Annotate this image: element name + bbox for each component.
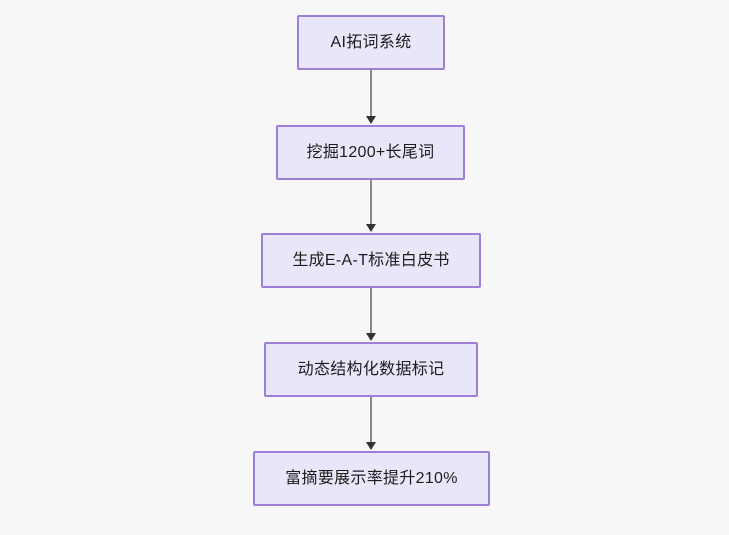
flow-node-label: 生成E-A-T标准白皮书 [292,251,450,269]
flow-node-label: 动态结构化数据标记 [297,360,445,378]
flow-connector-3 [370,288,372,334]
flow-node-label: 挖掘1200+长尾词 [306,143,435,161]
flow-node-label: 富摘要展示率提升210% [285,469,458,487]
flow-connector-1 [370,70,372,117]
flow-arrowhead-3 [366,333,376,341]
flow-node-rich-snippet-impression-lift[interactable]: 富摘要展示率提升210% [253,451,490,506]
flow-arrowhead-2 [366,224,376,232]
flow-node-mine-longtail-keywords[interactable]: 挖掘1200+长尾词 [276,125,465,180]
flow-connector-2 [370,180,372,225]
flow-node-dynamic-structured-data-markup[interactable]: 动态结构化数据标记 [264,342,478,397]
flow-arrowhead-4 [366,442,376,450]
flow-node-ai-keyword-system[interactable]: AI拓词系统 [297,15,445,70]
flow-node-generate-eat-whitepaper[interactable]: 生成E-A-T标准白皮书 [261,233,481,288]
flow-node-label: AI拓词系统 [330,33,412,51]
flow-connector-4 [370,397,372,443]
flow-arrowhead-1 [366,116,376,124]
